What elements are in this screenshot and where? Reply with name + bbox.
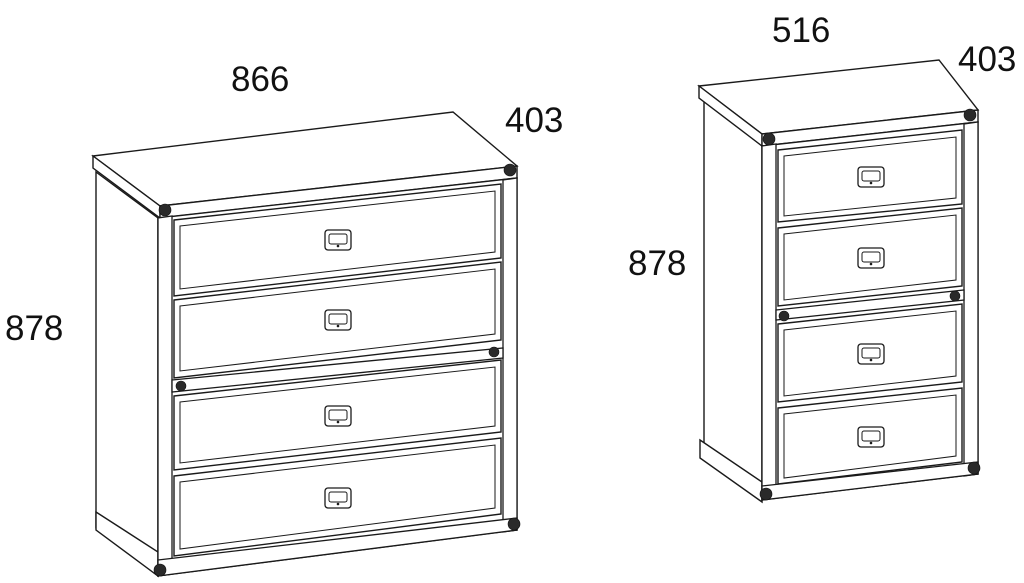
wide-chest — [91, 111, 521, 578]
wide-chest-right-post — [502, 177, 518, 533]
wide-chest-handle-3 — [324, 405, 352, 427]
narrow-chest-width-label: 516 — [772, 11, 831, 50]
wide-chest-handle-4 — [324, 487, 352, 509]
narrow-chest-left-post — [761, 143, 777, 501]
narrow-chest-middle-rail — [775, 289, 965, 321]
narrow-chest-corner-brackets — [759, 108, 981, 501]
narrow-chest-handle-2 — [857, 247, 885, 269]
wide-chest-side-panel — [95, 170, 159, 578]
narrow-chest-handle-1 — [857, 166, 885, 188]
wide-chest-handle-2 — [324, 309, 352, 331]
wide-chest-width-label: 866 — [231, 60, 290, 99]
narrow-chest-side-panel — [703, 98, 763, 502]
wide-chest-left-post — [157, 215, 173, 577]
wide-chest-height-label: 878 — [5, 309, 64, 348]
narrow-chest-right-post — [963, 121, 979, 477]
wide-chest-handle-1 — [324, 229, 352, 251]
wide-chest-corner-brackets — [153, 163, 521, 577]
narrow-chest-depth-label: 403 — [958, 40, 1017, 79]
narrow-chest — [697, 59, 981, 504]
narrow-chest-height-label: 878 — [628, 244, 687, 283]
narrow-chest-plinth-side — [699, 438, 763, 504]
narrow-chest-handle-3 — [857, 343, 885, 365]
wide-chest-middle-rail — [171, 347, 504, 393]
narrow-chest-handle-4 — [857, 426, 885, 448]
wide-chest-depth-label: 403 — [505, 101, 564, 140]
